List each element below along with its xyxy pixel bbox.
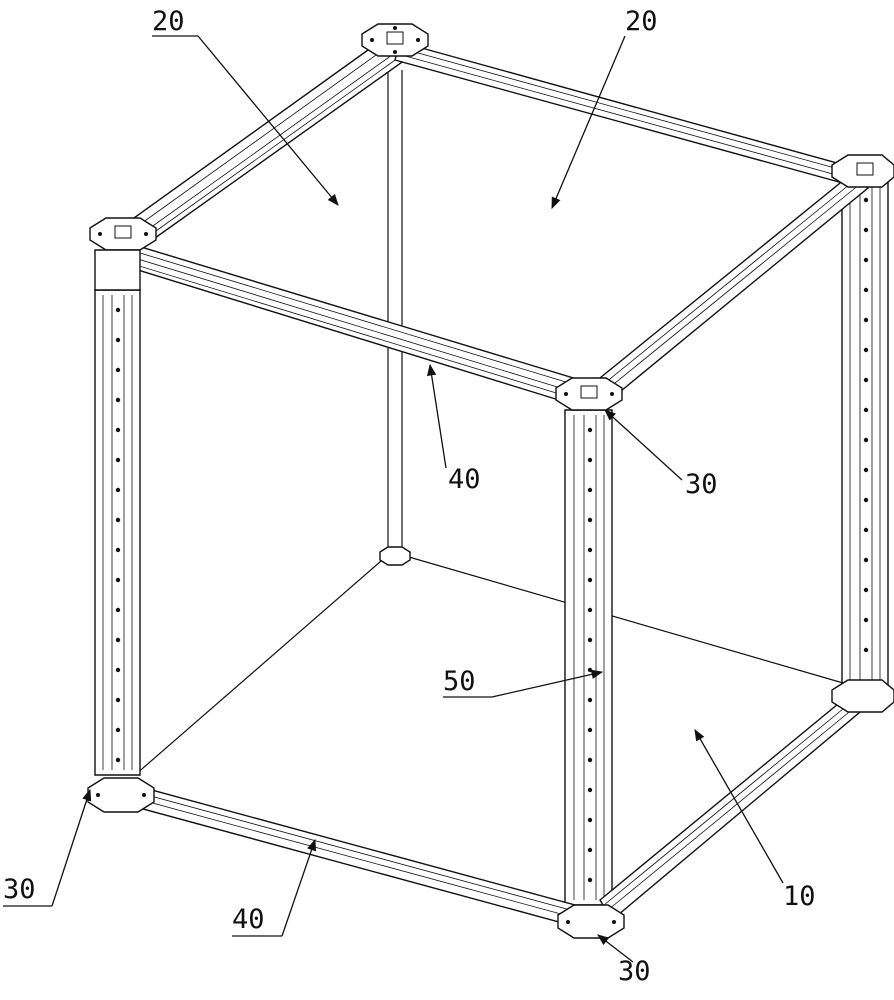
svg-text:30: 30 [618, 956, 651, 987]
corner-joint-bottom-right [832, 680, 894, 712]
label-joint-bottom-left: 30 [3, 790, 90, 906]
svg-text:30: 30 [3, 874, 36, 905]
post-hole [864, 228, 868, 232]
beam-top-front [112, 240, 580, 405]
post-hole [864, 408, 868, 412]
post-hole [864, 288, 868, 292]
post-hole [588, 728, 592, 732]
label-beam-top: 40 [430, 365, 481, 495]
post-hole [116, 758, 120, 762]
post-hole [116, 638, 120, 642]
post-hole [588, 698, 592, 702]
label-joint-bottom: 30 [598, 935, 651, 987]
post-hole [116, 458, 120, 462]
corner-joint-top-right [832, 155, 894, 187]
post-hole [116, 338, 120, 342]
post-hole [864, 258, 868, 262]
post-hole [588, 848, 592, 852]
post-hole [116, 308, 120, 312]
beam-bottom-right [600, 690, 872, 920]
post-hole [588, 578, 592, 582]
svg-text:20: 20 [625, 6, 658, 37]
beam-top-right [595, 175, 868, 400]
post-hole [864, 378, 868, 382]
label-beam-bottom: 40 [232, 840, 315, 936]
post-hole [116, 698, 120, 702]
post-hole [116, 608, 120, 612]
post-hole [116, 488, 120, 492]
corner-joint-top-front [556, 378, 622, 410]
post-hole [116, 548, 120, 552]
svg-text:50: 50 [443, 666, 476, 697]
post-hole [116, 368, 120, 372]
post-center [565, 410, 612, 905]
svg-text:10: 10 [783, 881, 816, 912]
svg-text:20: 20 [152, 6, 185, 37]
post-hole [588, 758, 592, 762]
beam-top-back-left [120, 45, 405, 243]
post-hole [116, 398, 120, 402]
post-hole [116, 668, 120, 672]
post-hole [588, 818, 592, 822]
post-hole [588, 488, 592, 492]
svg-text:30: 30 [685, 469, 718, 500]
post-hole [116, 428, 120, 432]
beam-top-back-right [395, 42, 855, 185]
corner-joint-bottom-left [88, 778, 154, 812]
post-hole [864, 438, 868, 442]
post-hole [588, 878, 592, 882]
post-hole [864, 588, 868, 592]
beam-bottom-front [110, 780, 575, 925]
post-hole [864, 468, 868, 472]
post-hole [864, 198, 868, 202]
corner-joint-top-back [362, 24, 428, 56]
post-right [842, 180, 888, 685]
post-hole [588, 638, 592, 642]
post-hole [864, 618, 868, 622]
post-hole [864, 528, 868, 532]
label-joint-top: 30 [605, 410, 718, 500]
post-hole [588, 458, 592, 462]
post-hole [864, 648, 868, 652]
svg-text:40: 40 [232, 904, 265, 935]
svg-text:40: 40 [448, 464, 481, 495]
post-hole [864, 558, 868, 562]
corner-joint-bottom-front [558, 905, 624, 938]
post-hole [864, 498, 868, 502]
post-hole [588, 518, 592, 522]
post-hole [588, 548, 592, 552]
post-hole [588, 788, 592, 792]
post-hole [864, 318, 868, 322]
post-hole [116, 518, 120, 522]
post-hole [588, 428, 592, 432]
post-hole [588, 668, 592, 672]
post-hole [116, 728, 120, 732]
post-hole [116, 578, 120, 582]
corner-joint-bottom-back [380, 547, 410, 565]
post-hole [588, 608, 592, 612]
floor-edge-left [135, 555, 388, 775]
post-left [95, 290, 140, 775]
post-hole [864, 348, 868, 352]
